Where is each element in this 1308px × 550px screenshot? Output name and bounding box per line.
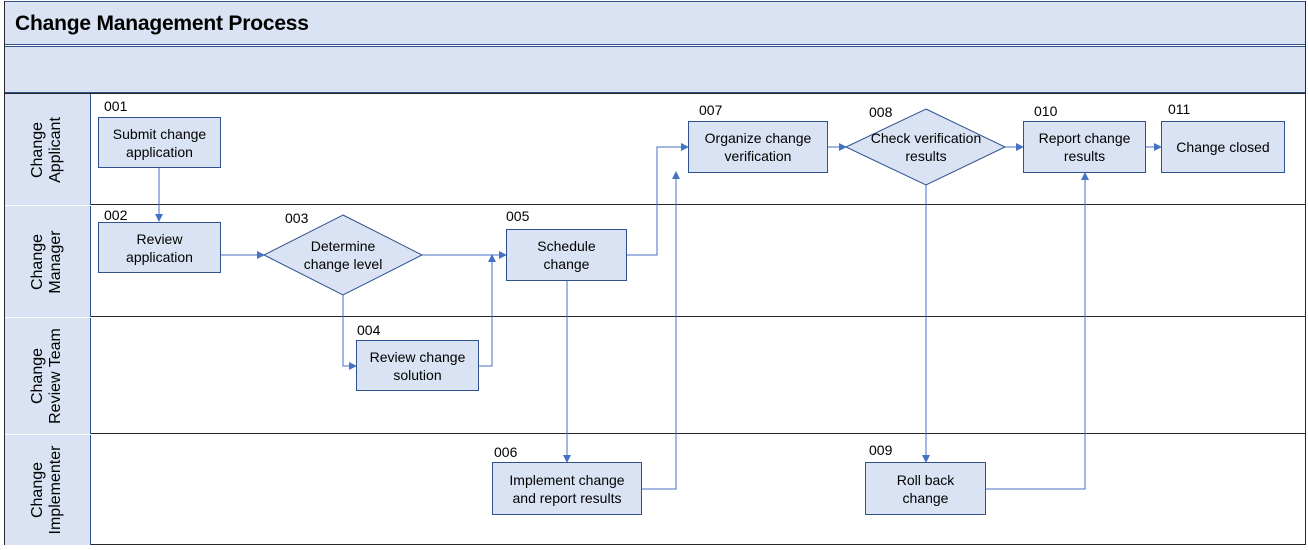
connector-003-004 xyxy=(342,295,357,370)
step-number: 004 xyxy=(357,322,381,338)
step-number: 009 xyxy=(869,442,893,458)
step-007-box: Organize change verification xyxy=(688,121,828,173)
header-band xyxy=(4,46,1306,93)
step-009-box: Roll back change xyxy=(865,462,986,515)
step-008-label: Check verification results xyxy=(870,130,982,164)
step-number: 007 xyxy=(699,102,723,118)
step-number: 003 xyxy=(285,210,309,226)
step-number: 006 xyxy=(494,444,518,460)
step-008-diamond xyxy=(844,108,1007,186)
lane-change-implementer xyxy=(4,434,1306,545)
step-003-label: Determine change level xyxy=(303,238,383,272)
step-001-box: Submit change application xyxy=(98,117,221,168)
lane-change-manager xyxy=(4,205,1306,317)
step-number: 008 xyxy=(869,104,893,120)
step-005-box: Schedule change xyxy=(506,229,627,281)
step-010-box: Report change results xyxy=(1023,121,1146,173)
lane-label-change-manager: Change Manager xyxy=(4,206,91,317)
title-bar: Change Management Process xyxy=(4,1,1306,45)
step-number: 001 xyxy=(104,98,128,114)
lane-label-change-review-team: Change Review Team xyxy=(4,318,91,434)
step-006-box: Implement change and report results xyxy=(492,462,642,515)
step-003-diamond xyxy=(262,214,424,296)
lane-label-change-applicant: Change Applicant xyxy=(4,94,91,205)
step-004-box: Review change solution xyxy=(356,340,479,391)
step-number: 011 xyxy=(1168,101,1191,117)
step-number: 005 xyxy=(506,208,530,224)
lane-change-review-team xyxy=(4,317,1306,434)
step-number: 010 xyxy=(1034,103,1058,119)
connector-005-007 xyxy=(627,143,689,256)
step-number: 002 xyxy=(104,207,128,223)
step-002-box: Review application xyxy=(98,222,221,273)
connector-006-007 xyxy=(642,171,680,490)
connector-004-005 xyxy=(479,254,496,367)
diagram-title: Change Management Process xyxy=(15,12,309,35)
step-011-box: Change closed xyxy=(1161,121,1285,173)
lane-change-applicant xyxy=(4,93,1306,205)
connector-009-010 xyxy=(986,172,1089,490)
lane-label-change-implementer: Change Implementer xyxy=(4,435,91,545)
